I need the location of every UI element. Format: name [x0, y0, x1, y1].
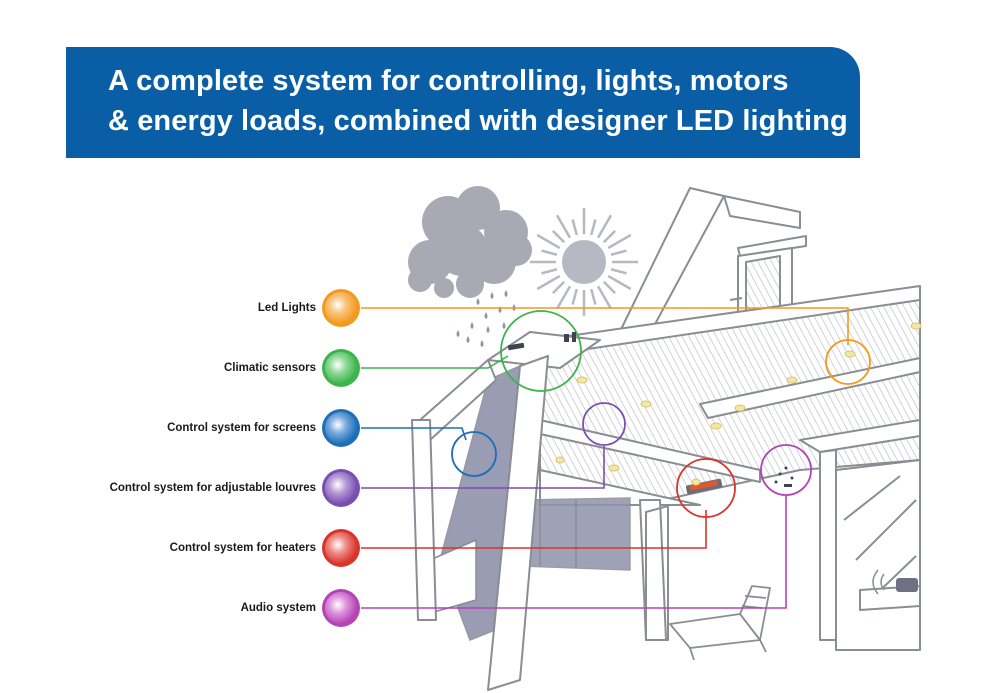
- bullet-heaters: [325, 532, 357, 564]
- ring-led-lights: [825, 339, 871, 385]
- pergola-frame: [411, 331, 921, 691]
- bullet-led-lights: [325, 292, 357, 324]
- leader-line-screens: [361, 427, 467, 441]
- bullet-screens: [325, 412, 357, 444]
- deck-chair-icon: [669, 585, 771, 661]
- led-light-icon: [555, 322, 922, 486]
- bullet-climatic-sensors: [325, 352, 357, 384]
- ring-climatic-sensors: [500, 310, 582, 392]
- leader-line-heaters: [361, 510, 707, 549]
- bullet-audio: [325, 592, 357, 624]
- speaker-icon: [872, 569, 918, 595]
- leader-line-louvres: [361, 446, 605, 489]
- bullet-louvres: [325, 472, 357, 504]
- leader-line-led-lights: [361, 307, 849, 345]
- banner-title-line-2: & energy loads, combined with designer L…: [108, 105, 848, 137]
- rain-icon: [456, 290, 516, 347]
- sun-icon: [530, 208, 638, 316]
- ring-heaters: [676, 458, 736, 518]
- legend-label-audio: Audio system: [240, 602, 316, 614]
- ring-louvres: [582, 402, 626, 446]
- ring-screens: [451, 431, 497, 477]
- leader-line-audio: [361, 496, 787, 609]
- highlight-rings: [451, 310, 871, 518]
- audio-controller-icon: [774, 466, 794, 487]
- legend-label-led-lights: Led Lights: [257, 302, 316, 314]
- title-banner: A complete system for controlling, light…: [66, 47, 860, 158]
- legend-label-heaters: Control system for heaters: [169, 542, 316, 554]
- heater-icon: [685, 478, 723, 495]
- cloud-icon: [408, 186, 532, 298]
- legend-label-climatic-sensors: Climatic sensors: [223, 362, 316, 374]
- legend-label-louvres: Control system for adjustable louvres: [109, 482, 316, 494]
- legend-bullets: [322, 289, 360, 627]
- legend-label-screens: Control system for screens: [167, 422, 316, 434]
- banner-title-line-1: A complete system for controlling, light…: [108, 65, 789, 97]
- ring-audio: [760, 444, 812, 496]
- sensor-device-icon: [507, 332, 576, 351]
